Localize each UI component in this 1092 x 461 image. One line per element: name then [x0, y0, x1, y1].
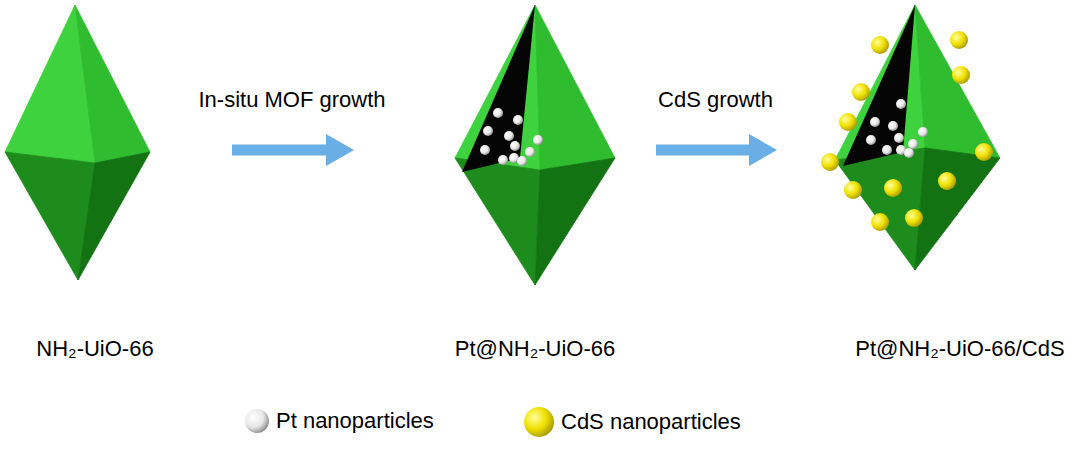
- pt-nanoparticle: [882, 145, 892, 155]
- pt-nanoparticle: [517, 156, 527, 166]
- octahedron-face: [75, 5, 150, 163]
- cut-open-interior: [462, 5, 535, 172]
- octahedron-shape: [358, 0, 650, 372]
- legend-sphere: [524, 407, 554, 437]
- cds-nanoparticle: [938, 172, 956, 190]
- step-label: In-situ MOF growth: [198, 87, 385, 113]
- mof-octahedron: Pt@NH₂-UiO-66/CdS: [781, 0, 1090, 372]
- pt-nanoparticle: [504, 131, 514, 141]
- pt-nanoparticle: [533, 135, 543, 145]
- cds-nanoparticle: [844, 181, 862, 199]
- pt-nanoparticle: [908, 139, 918, 149]
- cds-nanoparticle: [905, 209, 923, 227]
- octahedron-face: [915, 148, 1000, 270]
- octahedron-shape: [0, 0, 226, 372]
- pt-nanoparticle: [888, 121, 898, 131]
- octahedron-face: [535, 158, 615, 285]
- legend-swatch: [523, 406, 555, 438]
- pt-nanoparticle: [498, 155, 508, 165]
- pt-nanoparticle: [510, 141, 520, 151]
- mof-octahedron: NH₂-UiO-66: [0, 0, 226, 372]
- legend-entry: CdS nanoparticles: [523, 406, 741, 438]
- cds-nanoparticle: [975, 143, 993, 161]
- octahedron-face: [835, 148, 925, 270]
- pt-nanoparticle: [866, 135, 876, 145]
- pt-nanoparticle: [480, 145, 490, 155]
- process-arrow: [656, 145, 755, 156]
- pt-nanoparticle: [904, 148, 914, 158]
- octahedron-face: [78, 152, 150, 280]
- pt-nanoparticle: [894, 133, 904, 143]
- cds-nanoparticle: [871, 213, 889, 231]
- material-label: NH₂-UiO-66: [36, 336, 153, 362]
- process-arrow: [232, 145, 332, 156]
- cds-nanoparticle: [950, 31, 968, 49]
- cds-nanoparticle: [952, 66, 970, 84]
- cds-nanoparticle: [852, 83, 870, 101]
- pt-nanoparticle: [483, 126, 493, 136]
- cds-nanoparticle: [871, 36, 889, 54]
- octahedron-face: [455, 158, 540, 285]
- pt-nanoparticle: [918, 127, 928, 137]
- octahedron-shape: [781, 0, 1090, 372]
- pt-nanoparticle: [525, 147, 535, 157]
- pt-nanoparticle: [513, 115, 523, 125]
- octahedron-face: [915, 5, 1000, 158]
- legend-sphere: [245, 409, 269, 433]
- cds-nanoparticle: [821, 153, 839, 171]
- cut-open-interior: [843, 5, 915, 166]
- step-label: CdS growth: [658, 87, 773, 113]
- legend-text: CdS nanoparticles: [561, 409, 741, 435]
- cds-nanoparticle: [884, 179, 902, 197]
- cds-nanoparticle: [839, 113, 857, 131]
- material-label: Pt@NH₂-UiO-66: [455, 336, 615, 362]
- legend-text: Pt nanoparticles: [276, 408, 434, 434]
- pt-nanoparticle: [493, 108, 503, 118]
- pt-nanoparticle: [870, 117, 880, 127]
- pt-nanoparticle: [896, 99, 906, 109]
- legend-entry: Pt nanoparticles: [244, 408, 434, 434]
- mof-octahedron: Pt@NH₂-UiO-66: [358, 0, 650, 372]
- legend-swatch: [244, 408, 270, 434]
- octahedron-face: [535, 5, 615, 170]
- material-label: Pt@NH₂-UiO-66/CdS: [855, 336, 1064, 362]
